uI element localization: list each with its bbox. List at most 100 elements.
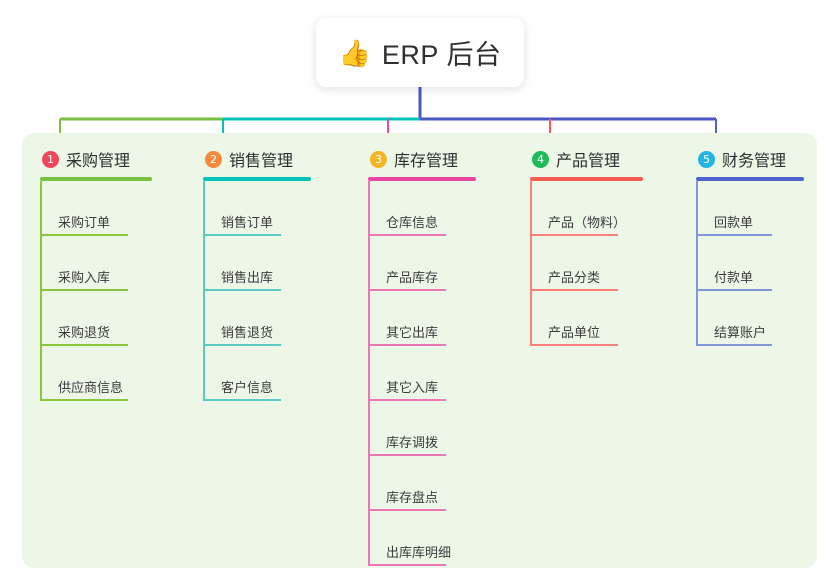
list-item[interactable]: 产品分类 xyxy=(530,236,643,291)
column-spine xyxy=(696,181,698,346)
list-item-label: 出库库明细 xyxy=(386,545,452,560)
column-销售管理: 2 销售管理销售订单销售出库销售退货客户信息 xyxy=(203,145,311,401)
list-item-label: 库存盘点 xyxy=(386,490,439,505)
list-item-rule xyxy=(368,289,446,291)
root-node[interactable]: 👍 ERP 后台 xyxy=(316,18,524,87)
column-spine xyxy=(203,181,205,401)
list-item-label: 采购退货 xyxy=(58,325,111,340)
root-title: ERP 后台 xyxy=(381,40,502,70)
column-header-rule xyxy=(368,177,476,181)
list-item-label: 仓库信息 xyxy=(386,215,439,230)
list-item[interactable]: 客户信息 xyxy=(203,346,311,401)
column-header-2[interactable]: 2 销售管理 xyxy=(203,145,311,173)
list-item-rule xyxy=(696,289,772,291)
list-item-rule xyxy=(203,344,281,346)
list-item[interactable]: 出库库明细 xyxy=(368,511,476,566)
list-item-label: 产品分类 xyxy=(548,270,601,285)
list-item-label: 采购入库 xyxy=(58,270,111,285)
list-item-label: 回款单 xyxy=(714,215,754,230)
column-spine xyxy=(368,181,370,566)
list-item-rule xyxy=(40,234,128,236)
list-item[interactable]: 采购入库 xyxy=(40,236,152,291)
list-item-rule xyxy=(203,399,281,401)
column-title: 产品管理 xyxy=(556,153,621,170)
column-items: 产品（物料） 产品分类产品单位 xyxy=(530,181,643,346)
column-header-rule xyxy=(530,177,643,181)
column-spine xyxy=(40,181,42,401)
list-item-rule xyxy=(368,399,446,401)
list-item-rule xyxy=(203,289,281,291)
list-item-label: 产品（物料） xyxy=(548,215,627,230)
list-item[interactable]: 销售出库 xyxy=(203,236,311,291)
column-产品管理: 4 产品管理产品（物料） 产品分类产品单位 xyxy=(530,145,643,346)
list-item-label: 库存调拨 xyxy=(386,435,439,450)
thumbs-up-icon: 👍 xyxy=(338,37,371,68)
list-item[interactable]: 采购订单 xyxy=(40,181,152,236)
list-item-label: 销售订单 xyxy=(221,215,274,230)
list-item[interactable]: 供应商信息 xyxy=(40,346,152,401)
list-item[interactable]: 付款单 xyxy=(696,236,804,291)
column-header-rule xyxy=(40,177,152,181)
column-badge: 2 xyxy=(205,150,222,168)
list-item[interactable]: 产品（物料） xyxy=(530,181,643,236)
list-item-rule xyxy=(368,234,446,236)
column-header-3[interactable]: 3 库存管理 xyxy=(368,145,476,173)
list-item[interactable]: 仓库信息 xyxy=(368,181,476,236)
list-item-label: 付款单 xyxy=(714,270,754,285)
list-item-rule xyxy=(530,344,618,346)
list-item[interactable]: 采购退货 xyxy=(40,291,152,346)
list-item-label: 其它出库 xyxy=(386,325,439,340)
list-item-label: 供应商信息 xyxy=(58,380,124,395)
list-item[interactable]: 其它入库 xyxy=(368,346,476,401)
diagram-panel xyxy=(22,133,817,568)
list-item-label: 销售退货 xyxy=(221,325,274,340)
list-item[interactable]: 结算账户 xyxy=(696,291,804,346)
list-item[interactable]: 库存盘点 xyxy=(368,456,476,511)
list-item-label: 客户信息 xyxy=(221,380,274,395)
list-item-label: 产品库存 xyxy=(386,270,439,285)
column-title: 库存管理 xyxy=(394,153,459,170)
list-item[interactable]: 产品单位 xyxy=(530,291,643,346)
column-badge: 5 xyxy=(698,150,715,168)
column-title: 财务管理 xyxy=(722,153,787,170)
list-item-rule xyxy=(368,564,446,566)
list-item-rule xyxy=(696,344,772,346)
list-item[interactable]: 其它出库 xyxy=(368,291,476,346)
list-item-rule xyxy=(696,234,772,236)
list-item-rule xyxy=(368,454,446,456)
column-title: 采购管理 xyxy=(66,153,131,170)
list-item[interactable]: 产品库存 xyxy=(368,236,476,291)
column-items: 回款单付款单结算账户 xyxy=(696,181,804,346)
column-header-1[interactable]: 1 采购管理 xyxy=(40,145,152,173)
column-items: 采购订单采购入库采购退货供应商信息 xyxy=(40,181,152,401)
list-item[interactable]: 销售退货 xyxy=(203,291,311,346)
column-header-4[interactable]: 4 产品管理 xyxy=(530,145,643,173)
list-item-rule xyxy=(203,234,281,236)
list-item-label: 销售出库 xyxy=(221,270,274,285)
list-item-rule xyxy=(40,289,128,291)
list-item[interactable]: 库存调拨 xyxy=(368,401,476,456)
list-item-rule xyxy=(530,289,618,291)
list-item[interactable]: 销售订单 xyxy=(203,181,311,236)
list-item-label: 结算账户 xyxy=(714,325,767,340)
list-item-rule xyxy=(368,344,446,346)
list-item-label: 产品单位 xyxy=(548,325,601,340)
column-header-5[interactable]: 5 财务管理 xyxy=(696,145,804,173)
column-items: 仓库信息产品库存其它出库其它入库库存调拨库存盘点出库库明细 xyxy=(368,181,476,566)
list-item-rule xyxy=(40,344,128,346)
column-badge: 4 xyxy=(532,150,549,168)
column-title: 销售管理 xyxy=(229,153,294,170)
column-财务管理: 5 财务管理回款单付款单结算账户 xyxy=(696,145,804,346)
list-item[interactable]: 回款单 xyxy=(696,181,804,236)
column-badge: 3 xyxy=(370,150,387,168)
column-采购管理: 1 采购管理采购订单采购入库采购退货供应商信息 xyxy=(40,145,152,401)
column-badge: 1 xyxy=(42,150,59,168)
column-header-rule xyxy=(696,177,804,181)
list-item-rule xyxy=(530,234,618,236)
list-item-rule xyxy=(368,509,446,511)
list-item-label: 采购订单 xyxy=(58,215,111,230)
list-item-rule xyxy=(40,399,128,401)
list-item-label: 其它入库 xyxy=(386,380,439,395)
column-spine xyxy=(530,181,532,346)
column-header-rule xyxy=(203,177,311,181)
